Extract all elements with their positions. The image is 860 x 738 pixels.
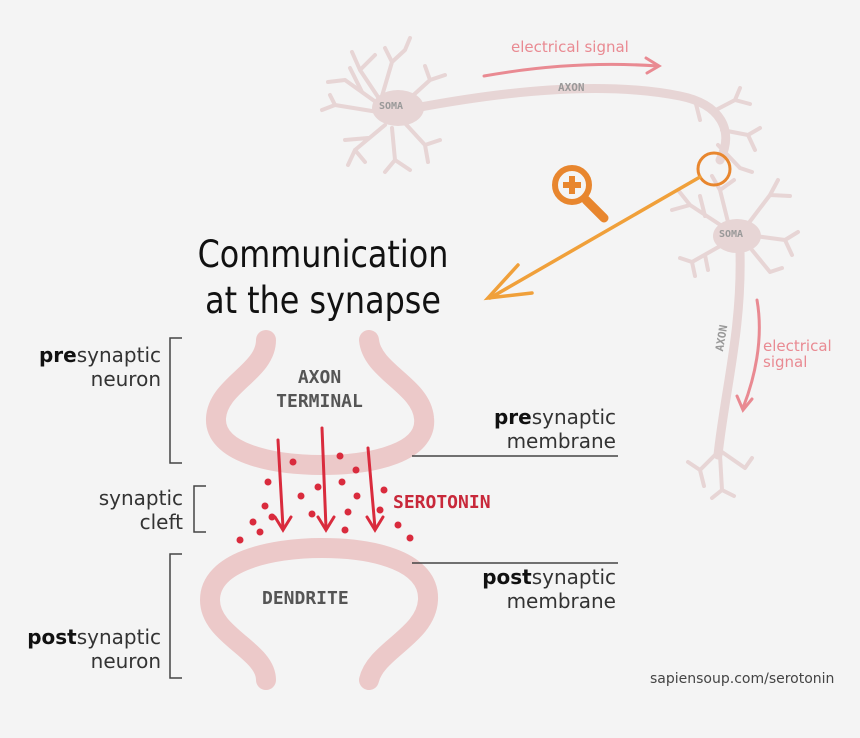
presynaptic-membrane-line2: membrane bbox=[506, 429, 616, 453]
axon-terminal-line2: TERMINAL bbox=[276, 391, 363, 412]
electrical-signal-top-label: electrical signal bbox=[511, 38, 629, 56]
postsynaptic-neuron-line1: postsynaptic bbox=[10, 625, 161, 649]
axon-2 bbox=[713, 247, 745, 460]
magnifier-plus-icon bbox=[552, 165, 609, 223]
postsynaptic-membrane-line2: membrane bbox=[506, 589, 616, 613]
bracket-postsynaptic-neuron bbox=[169, 553, 182, 679]
release-arrow-3 bbox=[366, 446, 377, 530]
release-arrow-2 bbox=[320, 426, 328, 530]
postsynaptic-membrane-line1: postsynaptic bbox=[440, 565, 616, 589]
presynaptic-neuron-label: presynaptic neuron bbox=[20, 343, 161, 391]
serotonin-label: SEROTONIN bbox=[393, 492, 491, 513]
postsynaptic-membrane-rest: synaptic bbox=[531, 565, 616, 589]
axon-top-label: AXON bbox=[558, 81, 585, 94]
page-title: Communication at the synapse bbox=[174, 232, 472, 324]
title-line2: at the synapse bbox=[205, 279, 441, 322]
neuron-2 bbox=[670, 174, 800, 500]
presynaptic-neuron-line1: presynaptic bbox=[20, 343, 161, 367]
synaptic-cleft-line1: synaptic bbox=[98, 486, 183, 510]
axon-terminal-label: AXON TERMINAL bbox=[252, 366, 387, 414]
serotonin-molecules bbox=[236, 452, 414, 544]
neuron-2-dendrites bbox=[670, 174, 800, 278]
postsynaptic-membrane-label: postsynaptic membrane bbox=[440, 565, 616, 613]
zoom-circle bbox=[696, 151, 732, 187]
axon-1 bbox=[410, 83, 731, 165]
soma-2-label: SOMA bbox=[719, 229, 744, 240]
zoom-arrow bbox=[483, 175, 702, 301]
bracket-synaptic-cleft bbox=[193, 485, 206, 533]
electrical-signal-right-label: electrical signal bbox=[763, 338, 832, 370]
dendrite-label: DENDRITE bbox=[262, 588, 349, 609]
presynaptic-membrane-line1: presynaptic bbox=[440, 405, 616, 429]
synaptic-cleft-line2: cleft bbox=[139, 510, 183, 534]
electrical-signal-right-line2: signal bbox=[763, 353, 808, 371]
soma-1-label: SOMA bbox=[379, 101, 404, 112]
postsynaptic-neuron-bold: post bbox=[27, 625, 77, 649]
presynaptic-neuron-line2: neuron bbox=[90, 367, 161, 391]
synaptic-cleft-label: synaptic cleft bbox=[40, 486, 183, 534]
presynaptic-membrane-bold: pre bbox=[493, 405, 532, 429]
signal-arrow-right bbox=[735, 298, 761, 413]
postsynaptic-neuron-label: postsynaptic neuron bbox=[10, 625, 161, 673]
axon-1-terminals bbox=[693, 86, 762, 174]
signal-arrow-top bbox=[482, 56, 662, 78]
presynaptic-neuron-rest: synaptic bbox=[76, 343, 161, 367]
presynaptic-membrane-rest: synaptic bbox=[531, 405, 616, 429]
dendrite-shape bbox=[199, 537, 438, 690]
postsynaptic-membrane-bold: post bbox=[482, 565, 532, 589]
axon-2-terminals bbox=[686, 450, 754, 500]
soma-2 bbox=[713, 219, 761, 253]
source-link[interactable]: sapiensoup.com/serotonin bbox=[650, 671, 835, 687]
title-line1: Communication bbox=[197, 233, 449, 276]
bracket-presynaptic-neuron bbox=[169, 337, 182, 464]
postsynaptic-neuron-line2: neuron bbox=[90, 649, 161, 673]
postsynaptic-neuron-rest: synaptic bbox=[76, 625, 161, 649]
soma-1 bbox=[372, 90, 424, 126]
release-arrow-1 bbox=[276, 438, 285, 530]
brackets bbox=[169, 337, 206, 679]
presynaptic-neuron-bold: pre bbox=[38, 343, 77, 367]
presynaptic-membrane-label: presynaptic membrane bbox=[440, 405, 616, 453]
release-arrows bbox=[273, 426, 385, 533]
axon-terminal-line1: AXON bbox=[297, 367, 342, 388]
electrical-signal-right-line1: electrical bbox=[763, 337, 832, 355]
